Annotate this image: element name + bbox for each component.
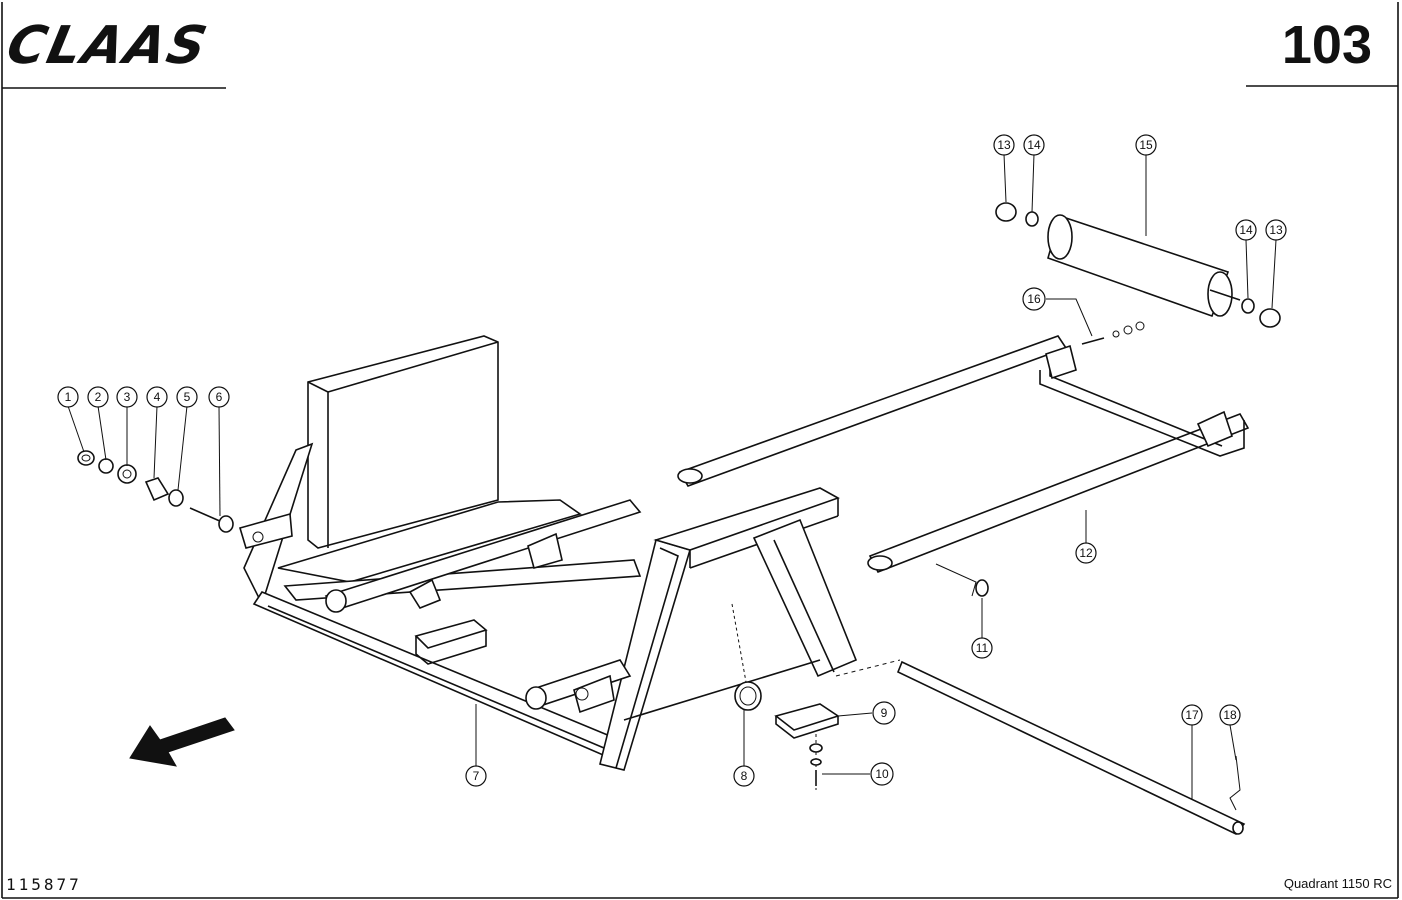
left-hardware [77, 450, 234, 533]
svg-text:1: 1 [65, 390, 72, 404]
roller [995, 202, 1281, 345]
callout-4: 4 [146, 386, 168, 408]
callout-5: 5 [176, 386, 198, 408]
svg-text:17: 17 [1185, 708, 1199, 722]
svg-text:11: 11 [976, 641, 989, 655]
callout-16: 16 [1022, 287, 1046, 311]
callout-9: 9 [872, 701, 896, 725]
svg-text:13: 13 [997, 138, 1011, 152]
svg-text:6: 6 [216, 390, 223, 404]
svg-text:15: 15 [1139, 138, 1153, 152]
callout-2: 2 [87, 386, 109, 408]
leader-lines [67, 153, 1277, 800]
svg-text:10: 10 [875, 767, 889, 781]
page-number: 103 [1281, 15, 1372, 75]
callout-12: 12 [1075, 542, 1097, 564]
svg-text:9: 9 [881, 706, 888, 720]
callout-13: 13 [993, 134, 1015, 156]
direction-arrow-icon [129, 717, 235, 767]
callout-10: 10 [870, 762, 894, 786]
callouts: 1 2 3 4 5 6 7 8 9 10 11 12 13 14 15 14 1… [57, 134, 1287, 787]
callout-14b: 14 [1235, 219, 1257, 241]
svg-text:13: 13 [1269, 223, 1283, 237]
callout-3: 3 [116, 386, 138, 408]
svg-text:8: 8 [741, 769, 748, 783]
svg-text:7: 7 [473, 769, 480, 783]
callout-11: 11 [971, 637, 993, 659]
svg-text:14: 14 [1027, 138, 1041, 152]
model-name: Quadrant 1150 RC [1283, 876, 1392, 891]
callout-1: 1 [57, 386, 79, 408]
svg-text:3: 3 [124, 390, 131, 404]
svg-text:2: 2 [95, 390, 102, 404]
callout-7: 7 [465, 765, 487, 787]
svg-text:14: 14 [1239, 223, 1253, 237]
svg-text:4: 4 [154, 390, 161, 404]
callout-13b: 13 [1265, 219, 1287, 241]
drawing-number: 115877 [6, 875, 82, 894]
callout-17: 17 [1181, 704, 1203, 726]
callout-14: 14 [1023, 134, 1045, 156]
callout-8: 8 [733, 765, 755, 787]
main-frame [238, 335, 858, 771]
svg-text:12: 12 [1079, 546, 1093, 560]
callout-15: 15 [1135, 134, 1157, 156]
lower-hardware [731, 603, 901, 790]
callout-18: 18 [1219, 704, 1241, 726]
long-shaft [896, 660, 1246, 835]
svg-text:5: 5 [184, 390, 191, 404]
callout-6: 6 [208, 386, 230, 408]
svg-text:16: 16 [1027, 292, 1041, 306]
rear-bar-assembly [677, 335, 1250, 597]
svg-text:18: 18 [1223, 708, 1237, 722]
